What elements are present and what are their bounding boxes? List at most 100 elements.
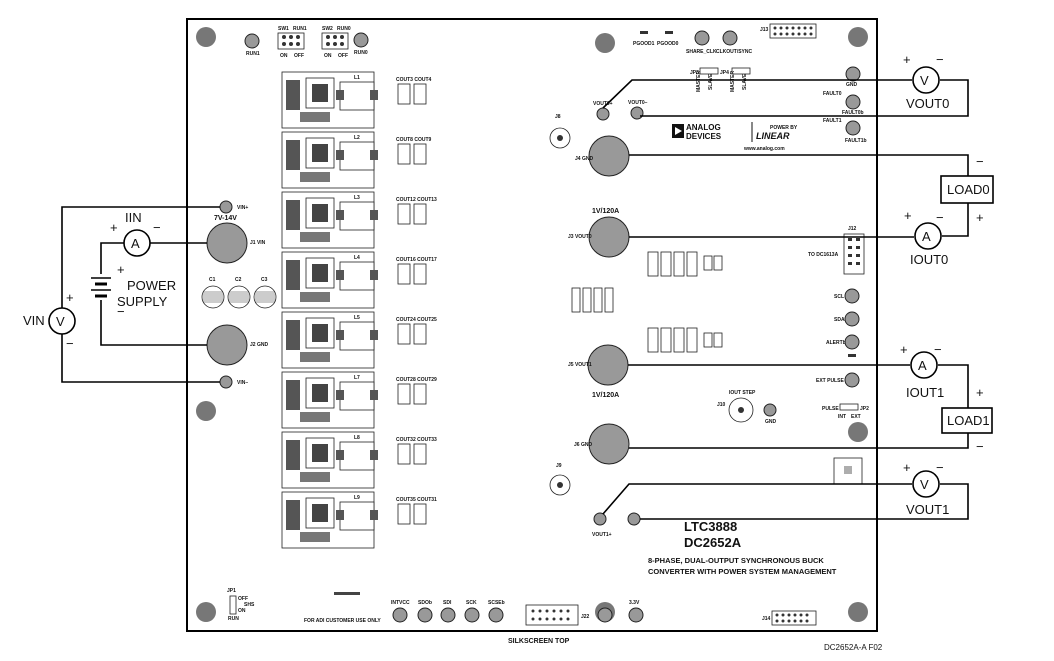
testpoint-fault1b [845,120,861,136]
share-clk-label: SHARE_CLK [686,49,717,55]
cout-cap [413,443,427,465]
j14-pins [775,613,809,623]
supply-plus: + [117,262,125,277]
power-stage-ic [312,204,328,222]
testpoint-fault0b [845,94,861,110]
inductor-label: L5 [354,315,360,321]
testpoint-scl [844,288,860,304]
jp1-label: JP1 [227,588,236,594]
testpoint-intvcc [392,607,408,623]
cout-cap [413,203,427,225]
power-stage-ic [312,324,328,342]
power-stage-ic [312,444,328,462]
scseb-label: SCSEb [488,600,505,606]
sw2-off-label: OFF [338,53,348,59]
scl-label: SCL [834,294,844,300]
j13-pins [773,26,813,36]
vin-label: VIN [23,313,45,328]
testpoint-vout0-minus [630,106,644,120]
power-supply-label-2: SUPPLY [117,294,168,309]
cap-c2-label: C2 [235,277,242,283]
iout0-meter-a: A [922,229,931,244]
v33-label: 3.3V [629,600,640,606]
inductor [339,201,375,231]
testpoint-gnd-bottom [597,607,613,623]
cout-label: COUT16 COUT17 [396,257,437,263]
jp2-label: JP2 [860,406,869,412]
cout-cap [397,263,411,285]
phase-smalls [300,112,330,122]
power-stage-ic [312,384,328,402]
mounting-holes [196,27,868,622]
sdi-label: SDI [443,600,452,606]
silkscreen-label: SILKSCREEN TOP [508,638,570,645]
external-wiring [61,79,969,520]
output-cap-array-1 [647,327,723,353]
phase-smalls [300,352,330,362]
supply-minus: − [117,304,125,319]
inductor-label: L4 [354,255,360,261]
vin-minus: − [66,336,74,351]
j22-pins [531,609,570,621]
vout0-plus-pad-label: VOUT0+ [593,101,613,107]
inductor [339,81,375,111]
inductor-pad [370,450,378,460]
inductor-pad [370,90,378,100]
power-supply-label-1: POWER [127,278,176,293]
j2-gnd-terminal [206,324,248,366]
inductor-label: L8 [354,435,360,441]
description-line2: CONVERTER WITH POWER SYSTEM MANAGEMENT [648,567,837,576]
inductor-pad [336,330,344,340]
jp4-slave-label: SLAVE [742,73,748,90]
power-stage-ic [312,264,328,282]
j5-label: J5 VOUT1 [568,362,592,368]
testpoint-vout0-plus [596,107,610,121]
vout0-voltmeter: V [912,66,940,94]
phase-passives [286,140,300,170]
jp3-label: JP3 [690,70,699,76]
inductor-pad [336,150,344,160]
svg-text:POWER BY: POWER BY [770,125,798,131]
sw2-label: SW2 [322,26,333,32]
iout0-ammeter: A [914,222,942,250]
inductor-pad [336,390,344,400]
jp1-shs-label: SHS [244,602,255,608]
fault0-label: FAULT0 [823,91,842,97]
phase-block: L4 COUT16 COUT17 [281,251,437,309]
cout-cap [397,503,411,525]
part-number: LTC3888 [684,519,737,534]
load0-label: LOAD0 [947,182,990,197]
inductor-pad [336,210,344,220]
testpoint-vout1-minus [627,512,641,526]
cout-cap [413,143,427,165]
phase-passives [286,320,300,350]
phase-passives [286,80,300,110]
sda-label: SDA [834,317,845,323]
vin-voltmeter: V [48,307,76,335]
output-cap-array-0 [647,251,723,277]
inductor-label: L2 [354,135,360,141]
power-stage-ic [312,144,328,162]
vout0-meter-v: V [920,73,929,88]
sw2-on-label: ON [324,53,332,59]
cout-label: COUT8 COUT9 [396,137,432,143]
vout0-label: VOUT0 [906,96,949,111]
jp1-run-label: RUN [228,616,239,622]
run0-label: RUN0 [354,50,368,56]
cout-label: COUT28 COUT29 [396,377,437,383]
to-dc1613a-label: TO DC1613A [808,252,839,258]
vout1-plus-pad-label: VOUT1+ [592,532,612,538]
figure-id: DC2652A-A F02 [824,643,883,652]
j14-label: J14 [762,616,771,622]
cout-cap [413,503,427,525]
inductor-pad [370,210,378,220]
testpoint-ext-pulse [844,372,860,388]
svg-text:DEVICES: DEVICES [686,132,722,141]
ruler-mark [334,592,360,595]
vout0-minus-pad-label: VOUT0− [628,100,648,106]
testpoint-3v3 [628,607,644,623]
